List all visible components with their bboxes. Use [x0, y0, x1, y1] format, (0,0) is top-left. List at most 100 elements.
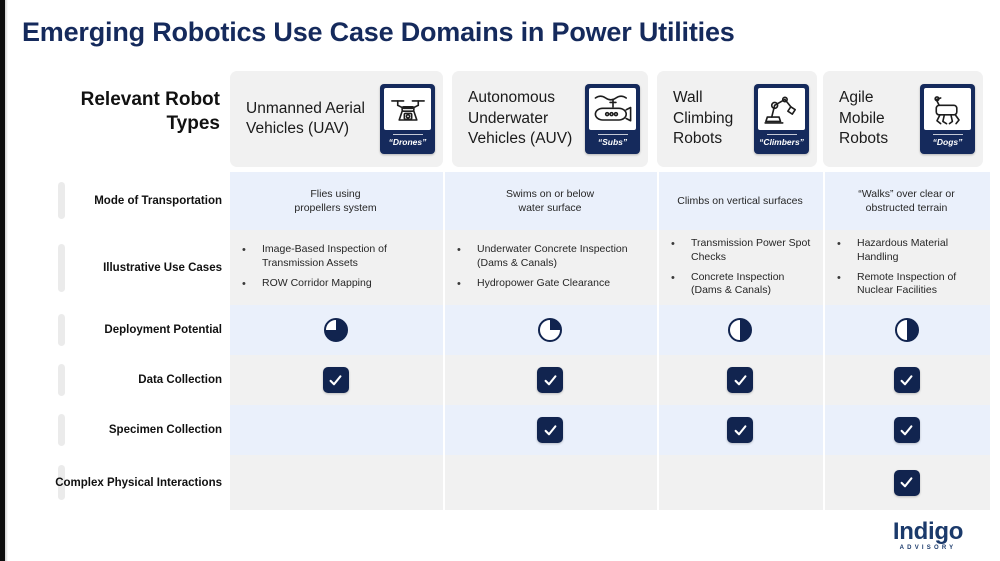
- submarine-icon: [589, 88, 636, 130]
- robot-type-badge-label: “Drones”: [388, 137, 427, 147]
- row-label-text: Data Collection: [138, 373, 222, 386]
- left-edge-shadow: [5, 0, 8, 561]
- checkmark-icon: [537, 417, 563, 443]
- grid-row-1: Flies using propellers system Swims on or…: [230, 172, 990, 230]
- bullet-text: Transmission Power Spot Checks: [691, 236, 811, 263]
- row-label-text: Specimen Collection: [108, 423, 222, 436]
- robot-type-badge-label: “Subs”: [597, 137, 628, 147]
- cell-value: Flies using propellers system: [294, 187, 377, 214]
- bullet-dot-icon: •: [837, 271, 841, 284]
- grid-row-5: [230, 405, 990, 455]
- grid-row-4: [230, 355, 990, 405]
- cell-text: Swims on or below water surface: [443, 172, 655, 230]
- row-label-1: Mode of Transportation: [0, 172, 230, 230]
- cell-checked: [443, 355, 655, 405]
- bullet-dot-icon: •: [837, 237, 841, 250]
- cell-checked: [443, 405, 655, 455]
- pie-gauge-icon: [537, 317, 563, 343]
- relevant-robot-types-heading: Relevant Robot Types: [80, 89, 220, 134]
- checkmark-icon: [322, 367, 349, 393]
- badge-divider: [766, 134, 797, 135]
- robot-type-card-row: Unmanned Aerial Vehicles (UAV) “Drones” Au…: [230, 71, 990, 167]
- robot-type-badge: “Drones”: [380, 84, 435, 154]
- checkmark-icon: [727, 367, 753, 393]
- cell-value: Climbs on vertical surfaces: [677, 194, 803, 207]
- row-label-text: Deployment Potential: [104, 323, 222, 336]
- bullet-item: • ROW Corridor Mapping: [242, 277, 435, 291]
- bullet-dot-icon: •: [242, 244, 246, 257]
- indigo-advisory-logo: Indigo ADVISORY: [868, 518, 988, 552]
- grid-row-6: [230, 455, 990, 510]
- robot-type-badge: “Climbers”: [754, 84, 809, 154]
- checkmark-icon: [893, 469, 920, 496]
- row-label-4: Data Collection: [0, 355, 230, 405]
- row-label-text: Complex Physical Interactions: [55, 476, 222, 489]
- grid-row-2: • Image-Based Inspection of Transmission …: [230, 230, 990, 305]
- bullet-text: Image-Based Inspection of Transmission A…: [262, 243, 387, 270]
- bullet-dot-icon: •: [671, 237, 675, 250]
- badge-divider: [597, 134, 628, 135]
- cell-deployment-potential: [823, 305, 988, 355]
- robot-type-card-3[interactable]: Wall Climbing Robots “Climbers”: [657, 71, 817, 167]
- pie-gauge-icon: [727, 317, 753, 343]
- cell-empty: [230, 455, 441, 510]
- bullet-list: • Image-Based Inspection of Transmission …: [230, 243, 441, 291]
- cell-text: “Walks” over clear or obstructed terrain: [823, 172, 988, 230]
- bullet-item: • Image-Based Inspection of Transmission …: [242, 243, 435, 271]
- bullet-item: • Hydropower Gate Clearance: [457, 277, 649, 291]
- bullet-text: Remote Inspection of Nuclear Facilities: [857, 270, 957, 297]
- checkmark-icon: [893, 417, 920, 443]
- row-tick-mark: [58, 182, 65, 219]
- pie-gauge-icon: [894, 317, 920, 343]
- row-label-text: Illustrative Use Cases: [103, 261, 222, 274]
- row-tick-mark: [58, 465, 65, 500]
- robot-type-card-title: Agile Mobile Robots: [839, 89, 889, 148]
- robot-type-badge-label: “Dogs”: [932, 137, 963, 147]
- cell-deployment-potential: [443, 305, 655, 355]
- bullet-list: • Transmission Power Spot Checks • Concrete…: [659, 237, 821, 298]
- row-label-text: Mode of Transportation: [94, 194, 222, 207]
- cell-checked: [230, 355, 441, 405]
- checkmark-icon: [537, 367, 563, 393]
- row-label-3: Deployment Potential: [0, 305, 230, 355]
- cell-checked: [823, 355, 988, 405]
- cell-deployment-potential: [230, 305, 441, 355]
- robot-type-card-title: Autonomous Underwater Vehicles (AUV): [468, 89, 573, 148]
- row-tick-mark: [58, 314, 65, 346]
- bullet-item: • Remote Inspection of Nuclear Facilities: [837, 271, 982, 299]
- checkmark-icon: [893, 367, 920, 393]
- robot-type-card-2[interactable]: Autonomous Underwater Vehicles (AUV) “Sub…: [452, 71, 648, 167]
- robot-type-card-title: Unmanned Aerial Vehicles (UAV): [246, 99, 365, 137]
- bullet-text: ROW Corridor Mapping: [262, 277, 372, 290]
- cell-checked: [657, 405, 821, 455]
- logo-wordmark: Indigo: [892, 518, 964, 545]
- robot-type-badge: “Subs”: [585, 84, 640, 154]
- bullet-item: •Hazardous Material Handling: [837, 237, 982, 265]
- cell-empty: [230, 405, 441, 455]
- bullet-text: Concrete Inspection (Dams & Canals): [691, 270, 785, 297]
- bullet-text: Hydropower Gate Clearance: [477, 277, 611, 290]
- badge-divider: [392, 134, 423, 135]
- cell-text: Climbs on vertical surfaces: [657, 172, 821, 230]
- row-label-2: Illustrative Use Cases: [0, 230, 230, 305]
- cell-bullet-list: • Image-Based Inspection of Transmission …: [230, 230, 441, 305]
- pie-gauge-icon: [323, 317, 349, 343]
- bullet-text: Underwater Concrete Inspection (Dams & C…: [477, 243, 628, 270]
- bullet-dot-icon: •: [457, 244, 461, 257]
- bullet-list: • Underwater Concrete Inspection (Dams & …: [445, 243, 655, 291]
- grid-row-3: [230, 305, 990, 355]
- row-tick-mark: [58, 364, 65, 396]
- robot-dog-icon: [924, 88, 971, 130]
- bullet-dot-icon: •: [242, 278, 246, 291]
- robot-type-card-1[interactable]: Unmanned Aerial Vehicles (UAV) “Drones”: [230, 71, 443, 167]
- robot-type-badge: “Dogs”: [920, 84, 975, 154]
- bullet-dot-icon: •: [457, 278, 461, 291]
- cell-text: Flies using propellers system: [230, 172, 441, 230]
- robot-type-card-title: Wall Climbing Robots: [673, 89, 734, 148]
- left-edge-bar: [0, 0, 5, 561]
- bullet-dot-icon: •: [671, 271, 675, 284]
- badge-divider: [932, 134, 963, 135]
- cell-value: Swims on or below water surface: [505, 187, 595, 214]
- robot-type-card-4[interactable]: Agile Mobile Robots “Dogs”: [823, 71, 983, 167]
